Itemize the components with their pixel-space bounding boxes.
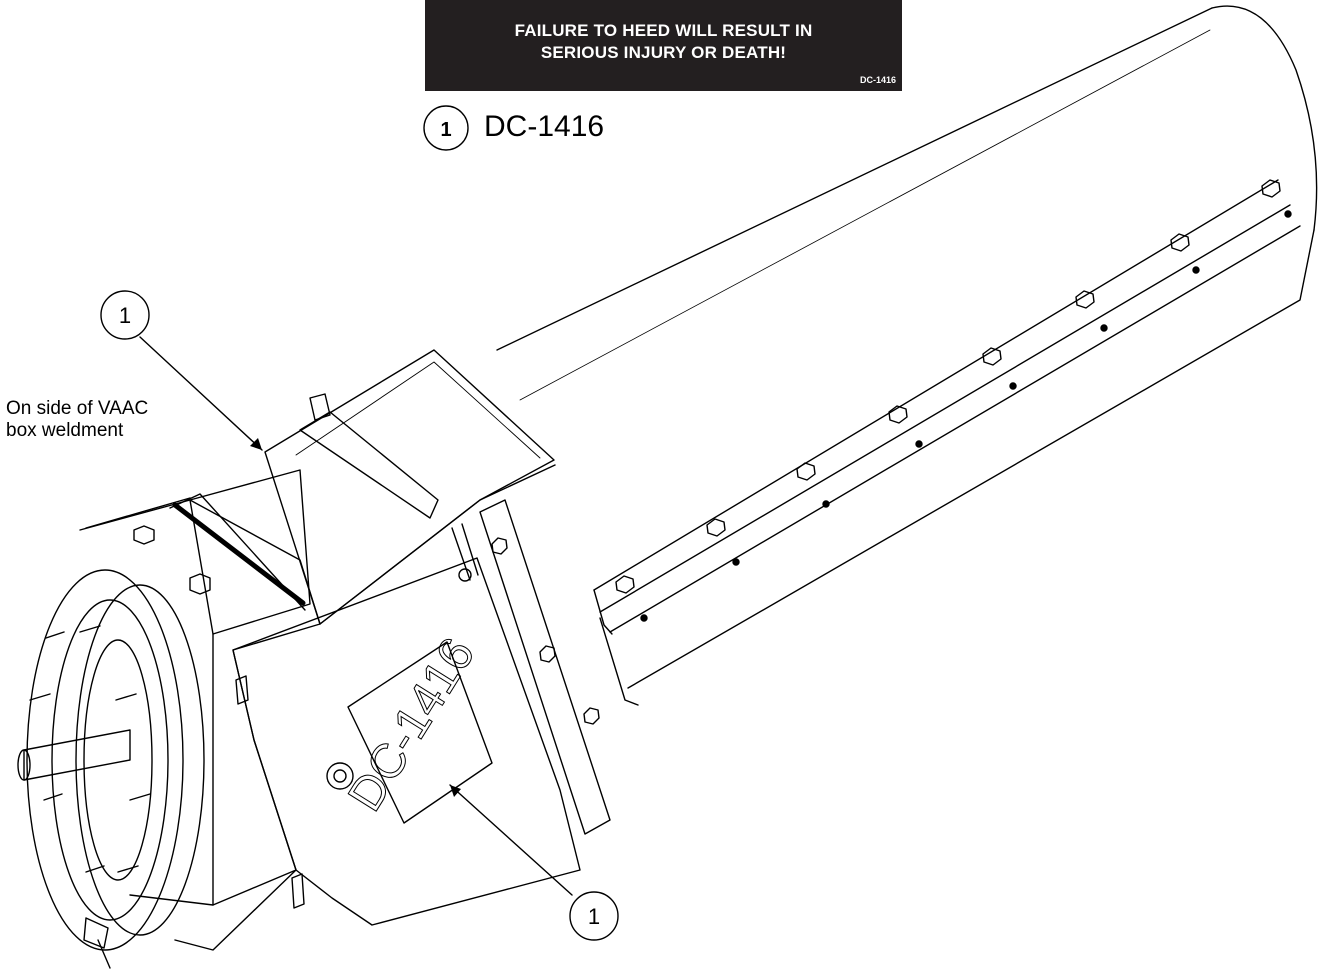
warning-line-1: FAILURE TO HEED WILL RESULT IN bbox=[514, 21, 813, 40]
door-flange-inner bbox=[51, 599, 169, 921]
tube-collar bbox=[599, 617, 639, 706]
box-left-top bbox=[85, 497, 191, 529]
side-note-line-1: On side of VAAC bbox=[6, 398, 149, 419]
box-bottom bbox=[174, 869, 297, 951]
plate-nut bbox=[326, 762, 354, 790]
tube-top-edge bbox=[496, 7, 1213, 351]
flange-bolts bbox=[491, 537, 600, 725]
callout-top: 1 bbox=[100, 290, 150, 340]
leader-line-top bbox=[139, 336, 263, 451]
bottom-latch bbox=[83, 917, 109, 949]
warning-decal: FAILURE TO HEED WILL RESULT IN SERIOUS I… bbox=[425, 0, 902, 91]
box-left-body bbox=[79, 499, 321, 906]
decal-text: DC-1416 bbox=[338, 629, 485, 820]
right-tab bbox=[291, 873, 305, 909]
tube-bottom-edge bbox=[627, 229, 1315, 689]
door-flange-outer bbox=[26, 569, 184, 951]
housing-front-edge bbox=[319, 464, 556, 625]
angle-strip-mid bbox=[599, 204, 1291, 613]
strip-nuts bbox=[640, 210, 1292, 622]
legend-callout: 1 bbox=[423, 105, 469, 151]
leader-arrow-top bbox=[250, 438, 262, 450]
legend-number: 1 bbox=[440, 119, 451, 141]
door-studs bbox=[29, 625, 151, 873]
hinge-plate bbox=[189, 469, 311, 635]
leader-arrow-bottom bbox=[450, 785, 461, 797]
leader-line-bottom bbox=[449, 784, 573, 896]
callout-bottom-number: 1 bbox=[588, 904, 600, 929]
flange-plate bbox=[479, 499, 611, 835]
door-shaft bbox=[23, 729, 131, 781]
latch-stud-top bbox=[309, 393, 331, 421]
legend-code: DC-1416 bbox=[484, 110, 605, 143]
left-tab bbox=[235, 675, 249, 705]
angle-strip-end bbox=[593, 589, 613, 635]
tube-end-cap bbox=[1211, 5, 1318, 231]
hinge-barrel bbox=[172, 502, 306, 606]
housing-top-inner bbox=[295, 361, 541, 459]
callout-bottom: 1 bbox=[569, 891, 619, 941]
box-stud-1 bbox=[133, 525, 155, 545]
door-opening bbox=[83, 639, 153, 881]
angle-strip-bottom bbox=[609, 225, 1301, 633]
box-stud-2 bbox=[189, 573, 211, 595]
side-note-line-2: box weldment bbox=[6, 420, 124, 441]
callout-top-number: 1 bbox=[119, 303, 131, 328]
latch-pin bbox=[451, 523, 479, 581]
angle-strip-top bbox=[593, 179, 1279, 591]
tube-seam-line bbox=[519, 29, 1211, 401]
decal-rectangle bbox=[347, 641, 493, 824]
warning-decal-code: DC-1416 bbox=[859, 75, 896, 85]
side-note: On side of VAAC box weldment bbox=[6, 398, 148, 442]
warning-line-2: SERIOUS INJURY OR DEATH! bbox=[540, 43, 787, 62]
door-plate bbox=[75, 584, 205, 936]
latch-bar bbox=[299, 411, 439, 519]
strip-bolts bbox=[615, 179, 1281, 594]
